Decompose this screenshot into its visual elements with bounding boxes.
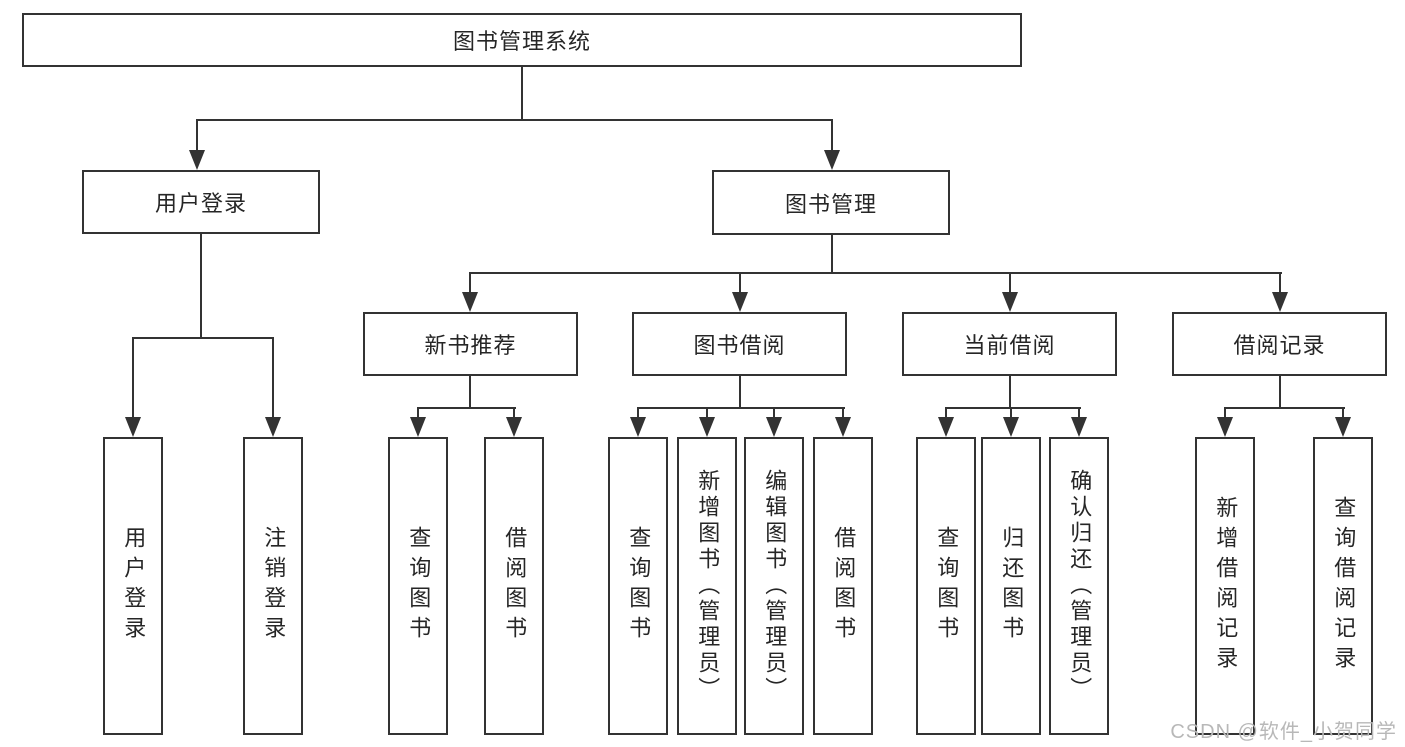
leaf-recommend-borrow-book: 借阅图书	[484, 437, 544, 735]
connector-line	[1224, 407, 1345, 409]
connector-arrowhead	[1071, 417, 1087, 437]
connector-line	[831, 235, 833, 272]
leaf-record-add-borrow-record-label: 新增借阅记录	[1213, 496, 1239, 676]
node-current-borrowing-label: 当前借阅	[963, 333, 1056, 358]
node-root: 图书管理系统	[22, 13, 1022, 67]
connector-arrowhead	[462, 292, 478, 312]
connector-line	[469, 272, 1282, 274]
connector-line	[773, 407, 775, 419]
connector-arrowhead	[835, 417, 851, 437]
connector-arrowhead	[1002, 292, 1018, 312]
connector-line	[132, 337, 274, 339]
leaf-recommend-borrow-book-label: 借阅图书	[502, 526, 528, 646]
connector-line	[521, 67, 523, 119]
leaf-current-query-book-label: 查询图书	[934, 526, 960, 646]
node-book-management: 图书管理	[712, 170, 950, 235]
connector-line	[196, 119, 833, 121]
leaf-record-query-borrow-record: 查询借阅记录	[1313, 437, 1373, 735]
leaf-recommend-query-book-label: 查询图书	[406, 526, 432, 646]
leaf-current-return-book-label: 归还图书	[999, 526, 1025, 646]
connector-line	[831, 119, 833, 152]
connector-arrowhead	[125, 417, 141, 437]
connector-line	[200, 234, 202, 337]
leaf-borrow-borrow-book: 借阅图书	[813, 437, 873, 735]
connector-line	[739, 376, 741, 407]
connector-line	[417, 407, 516, 409]
leaf-record-add-borrow-record: 新增借阅记录	[1195, 437, 1255, 735]
connector-line	[1224, 407, 1226, 419]
connector-line	[637, 407, 845, 409]
connector-line	[469, 376, 471, 407]
connector-line	[1009, 272, 1011, 294]
node-user-login: 用户登录	[82, 170, 320, 234]
leaf-current-confirm-return-admin-label: 确认归还（管理员）	[1067, 469, 1093, 703]
node-user-login-label: 用户登录	[154, 191, 247, 216]
connector-arrowhead	[1335, 417, 1351, 437]
connector-line	[469, 272, 471, 294]
connector-line	[513, 407, 515, 419]
leaf-user-login: 用户登录	[103, 437, 163, 735]
connector-line	[1279, 376, 1281, 407]
connector-arrowhead	[938, 417, 954, 437]
connector-arrowhead	[824, 150, 840, 170]
connector-arrowhead	[1272, 292, 1288, 312]
connector-arrowhead	[265, 417, 281, 437]
node-new-book-recommend: 新书推荐	[363, 312, 578, 376]
connector-line	[637, 407, 639, 419]
connector-arrowhead	[766, 417, 782, 437]
connector-arrowhead	[189, 150, 205, 170]
connector-arrowhead	[1217, 417, 1233, 437]
csdn-watermark: CSDN @软件_小贺同学	[1170, 721, 1397, 743]
leaf-record-query-borrow-record-label: 查询借阅记录	[1331, 496, 1357, 676]
connector-line	[196, 119, 198, 152]
node-root-label: 图书管理系统	[452, 29, 591, 54]
leaf-logout: 注销登录	[243, 437, 303, 735]
connector-arrowhead	[732, 292, 748, 312]
node-new-book-recommend-label: 新书推荐	[424, 333, 517, 358]
node-book-borrowing: 图书借阅	[632, 312, 847, 376]
connector-line	[272, 337, 274, 419]
leaf-borrow-borrow-book-label: 借阅图书	[831, 526, 857, 646]
connector-arrowhead	[1003, 417, 1019, 437]
connector-arrowhead	[699, 417, 715, 437]
leaf-borrow-query-book-label: 查询图书	[626, 526, 652, 646]
node-book-management-label: 图书管理	[784, 191, 877, 217]
leaf-logout-label: 注销登录	[261, 526, 287, 646]
leaf-borrow-edit-book-admin-label: 编辑图书（管理员）	[762, 469, 788, 703]
node-book-borrowing-label: 图书借阅	[693, 333, 786, 358]
connector-line	[739, 272, 741, 294]
connector-line	[1009, 376, 1011, 407]
connector-line	[1078, 407, 1080, 419]
leaf-borrow-edit-book-admin: 编辑图书（管理员）	[744, 437, 804, 735]
connector-line	[1010, 407, 1012, 419]
leaf-borrow-add-book-admin-label: 新增图书（管理员）	[695, 469, 721, 703]
connector-line	[706, 407, 708, 419]
connector-line	[1342, 407, 1344, 419]
node-current-borrowing: 当前借阅	[902, 312, 1117, 376]
leaf-recommend-query-book: 查询图书	[388, 437, 448, 735]
connector-line	[132, 337, 134, 419]
connector-arrowhead	[630, 417, 646, 437]
connector-line	[1279, 272, 1281, 294]
connector-line	[417, 407, 419, 419]
connector-line	[945, 407, 947, 419]
node-borrowing-records-label: 借阅记录	[1233, 333, 1326, 358]
connector-arrowhead	[410, 417, 426, 437]
leaf-current-return-book: 归还图书	[981, 437, 1041, 735]
connector-line	[842, 407, 844, 419]
leaf-borrow-query-book: 查询图书	[608, 437, 668, 735]
node-borrowing-records: 借阅记录	[1172, 312, 1387, 376]
leaf-current-query-book: 查询图书	[916, 437, 976, 735]
leaf-user-login-label: 用户登录	[121, 526, 147, 646]
leaf-current-confirm-return-admin: 确认归还（管理员）	[1049, 437, 1109, 735]
connector-line	[945, 407, 1081, 409]
connector-arrowhead	[506, 417, 522, 437]
leaf-borrow-add-book-admin: 新增图书（管理员）	[677, 437, 737, 735]
